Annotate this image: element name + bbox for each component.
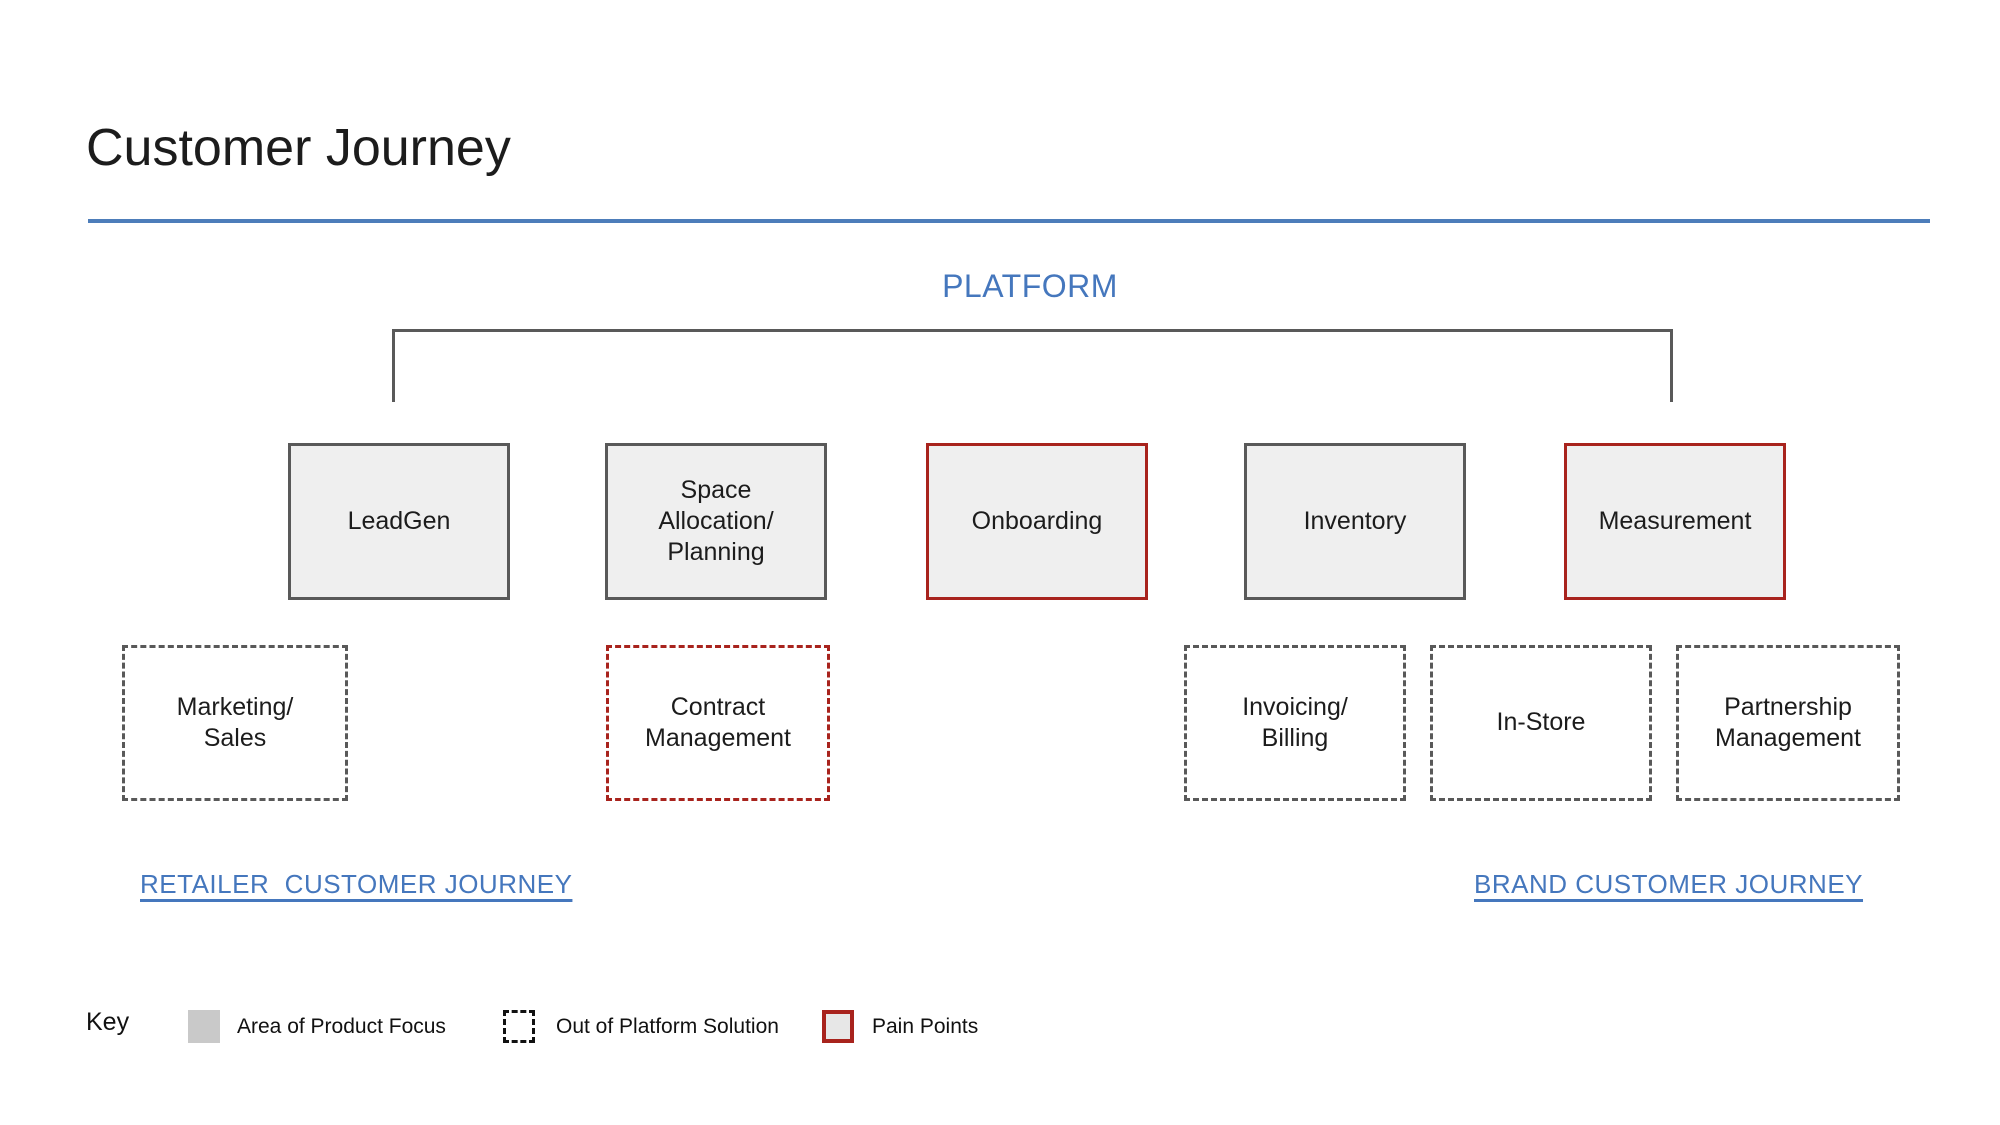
platform-box-measurement: Measurement — [1564, 443, 1786, 600]
key-heading: Key — [86, 1008, 130, 1036]
platform-heading: PLATFORM — [942, 268, 1118, 304]
box-label: In-Store — [1496, 708, 1586, 737]
box-label: Marketing/ Sales — [176, 692, 294, 752]
out-of-platform-box-marketing-sales: Marketing/ Sales — [122, 645, 348, 801]
page-title: Customer Journey — [86, 119, 511, 177]
platform-box-space-allocation-planning: Space Allocation/ Planning — [605, 443, 827, 600]
box-label: Space Allocation/ Planning — [658, 475, 774, 567]
key-swatch-pain-points — [822, 1010, 854, 1043]
box-label: Contract Management — [645, 692, 791, 752]
key-item-label-pain-points: Pain Points — [872, 1015, 979, 1038]
box-label: Measurement — [1598, 506, 1752, 535]
out-of-platform-box-contract-management: Contract Management — [606, 645, 830, 801]
box-label: Onboarding — [971, 506, 1103, 535]
out-of-platform-box-partnership-management: Partnership Management — [1676, 645, 1900, 801]
brand-customer-journey-link[interactable]: BRAND CUSTOMER JOURNEY — [1474, 869, 1864, 899]
key-item-label-area-of-product-focus: Area of Product Focus — [237, 1015, 446, 1038]
retailer-customer-journey-link[interactable]: RETAILER CUSTOMER JOURNEY — [140, 869, 573, 899]
key-item-label-out-of-platform-solution: Out of Platform Solution — [556, 1015, 779, 1038]
box-label: Invoicing/ Billing — [1242, 692, 1348, 752]
platform-bracket-connector — [392, 329, 1673, 402]
platform-box-onboarding: Onboarding — [926, 443, 1148, 600]
box-label: Partnership Management — [1715, 692, 1861, 752]
title-divider — [88, 219, 1930, 223]
box-label: Inventory — [1303, 506, 1407, 535]
platform-box-leadgen: LeadGen — [288, 443, 510, 600]
box-label: LeadGen — [347, 506, 451, 535]
key-swatch-area-of-product-focus — [188, 1010, 220, 1043]
out-of-platform-box-invoicing-billing: Invoicing/ Billing — [1184, 645, 1406, 801]
platform-box-inventory: Inventory — [1244, 443, 1466, 600]
out-of-platform-box-in-store: In-Store — [1430, 645, 1652, 801]
key-swatch-out-of-platform-solution — [503, 1010, 535, 1043]
